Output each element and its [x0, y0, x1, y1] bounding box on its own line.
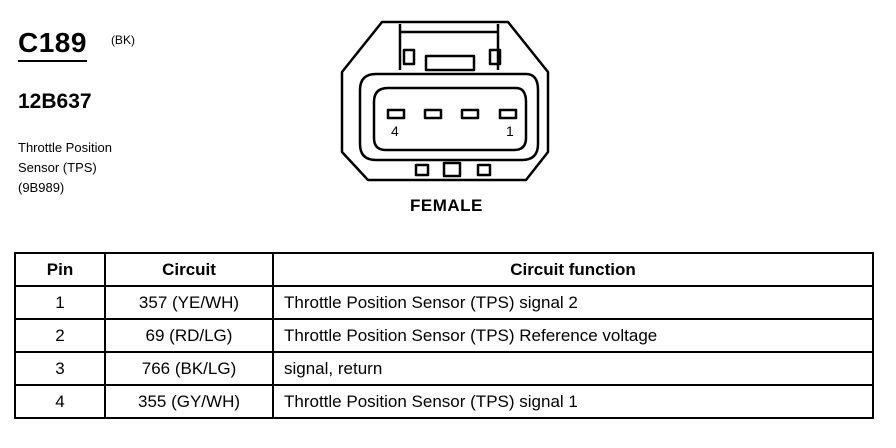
bottom-key-center	[442, 161, 462, 178]
pin-label-4: 4	[391, 123, 399, 139]
cell-function: signal, return	[272, 351, 874, 386]
locking-tab	[398, 24, 500, 70]
connector-face-diagram: 4 1	[340, 20, 550, 182]
pin-3-cavity	[423, 108, 443, 120]
bottom-key-right	[476, 163, 492, 177]
locking-tab-left	[402, 48, 416, 66]
cell-pin: 4	[14, 384, 106, 419]
bottom-key-left	[414, 163, 430, 177]
pin-cavity-area	[372, 86, 528, 152]
cell-circuit: 357 (YE/WH)	[104, 285, 274, 320]
connector-housing-outline	[340, 20, 550, 182]
pin-1-cavity	[498, 108, 518, 120]
connector-id: C189	[18, 28, 87, 62]
locking-tab-right	[488, 48, 502, 66]
connector-id-row: C189 (BK)	[18, 28, 135, 62]
cell-circuit: 355 (GY/WH)	[104, 384, 274, 419]
cell-circuit: 69 (RD/LG)	[104, 318, 274, 353]
header-function: Circuit function	[272, 252, 874, 287]
description-line: Throttle Position	[18, 140, 112, 155]
table-row: 3 766 (BK/LG) signal, return	[14, 351, 874, 386]
cell-function: Throttle Position Sensor (TPS) signal 1	[272, 384, 874, 419]
description-line: Sensor (TPS)	[18, 160, 97, 175]
table-header-row: Pin Circuit Circuit function	[14, 252, 874, 287]
cell-pin: 2	[14, 318, 106, 353]
component-description: Throttle Position Sensor (TPS) (9B989)	[18, 138, 112, 198]
cell-circuit: 766 (BK/LG)	[104, 351, 274, 386]
part-number: 12B637	[18, 90, 92, 113]
view-label: FEMALE	[410, 196, 483, 215]
cell-pin: 3	[14, 351, 106, 386]
cell-function: Throttle Position Sensor (TPS) Reference…	[272, 318, 874, 353]
pin-2-cavity	[460, 108, 480, 120]
pin-4-cavity	[386, 108, 406, 120]
header-pin: Pin	[14, 252, 106, 287]
header-circuit: Circuit	[104, 252, 274, 287]
connector-header: C189 (BK)	[18, 28, 135, 62]
connector-color-code: (BK)	[110, 33, 135, 47]
description-line: (9B989)	[18, 180, 65, 195]
table-row: 2 69 (RD/LG) Throttle Position Sensor (T…	[14, 318, 874, 353]
pin-label-1: 1	[506, 123, 514, 139]
inner-frame	[358, 72, 540, 162]
cell-pin: 1	[14, 285, 106, 320]
locking-tab-center	[424, 54, 476, 72]
pin-table: Pin Circuit Circuit function 1 357 (YE/W…	[14, 252, 874, 419]
table-row: 1 357 (YE/WH) Throttle Position Sensor (…	[14, 285, 874, 320]
table-row: 4 355 (GY/WH) Throttle Position Sensor (…	[14, 384, 874, 419]
cell-function: Throttle Position Sensor (TPS) signal 2	[272, 285, 874, 320]
